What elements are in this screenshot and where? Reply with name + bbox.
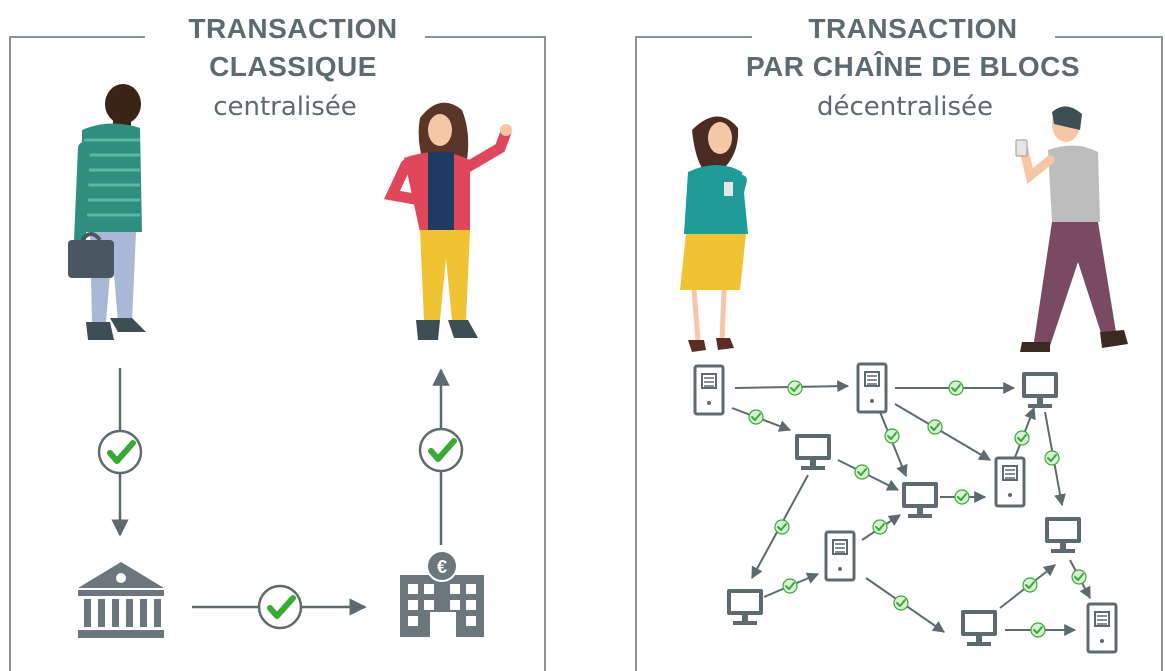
euro-symbol: € xyxy=(437,557,447,577)
server-icon xyxy=(856,362,888,414)
euro-bank-icon: € xyxy=(400,550,484,637)
server-icon xyxy=(1086,602,1118,654)
check-icon xyxy=(1030,622,1046,638)
check-icon xyxy=(774,519,790,535)
right-subtitle: décentralisée xyxy=(816,92,994,122)
check-icon xyxy=(748,409,764,425)
left-title-line1: TRANSACTION xyxy=(150,12,436,46)
computer-icon xyxy=(727,589,763,625)
server-icon xyxy=(824,530,856,582)
computer-icon xyxy=(902,482,938,518)
network-edges xyxy=(731,380,1091,636)
bank-icon xyxy=(78,562,164,638)
right-title-line2: PAR CHAÎNE DE BLOCS xyxy=(745,51,1081,82)
person-walking-with-phone-icon xyxy=(1015,106,1128,352)
server-icon xyxy=(994,456,1026,508)
person-pointing-icon xyxy=(383,102,512,340)
computer-icon xyxy=(1045,517,1081,553)
person-with-phone-icon xyxy=(680,116,748,352)
check-icon xyxy=(782,578,798,594)
check-icon xyxy=(420,429,462,471)
left-frame xyxy=(9,36,546,671)
check-icon xyxy=(927,419,943,435)
right-title-line1: TRANSACTION xyxy=(760,12,1066,46)
check-icon xyxy=(948,380,964,396)
computer-icon xyxy=(1022,372,1058,408)
check-icon xyxy=(787,380,803,396)
check-icon xyxy=(854,464,870,480)
left-title-line2: CLASSIQUE xyxy=(209,51,377,82)
check-icon xyxy=(884,428,900,444)
computer-icon xyxy=(961,610,997,646)
server-icon xyxy=(693,364,725,416)
check-icon xyxy=(872,519,888,535)
person-with-briefcase-icon xyxy=(68,84,146,340)
check-icon xyxy=(1044,450,1060,466)
check-icon xyxy=(1071,569,1087,585)
left-subtitle: centralisée xyxy=(213,92,357,122)
check-icon xyxy=(99,431,141,473)
computer-icon xyxy=(795,434,831,470)
check-icon xyxy=(1022,577,1038,593)
right-frame xyxy=(635,36,1163,671)
check-icon xyxy=(1014,430,1030,446)
check-icon xyxy=(954,489,970,505)
check-icon xyxy=(893,595,909,611)
check-icon xyxy=(259,586,301,628)
